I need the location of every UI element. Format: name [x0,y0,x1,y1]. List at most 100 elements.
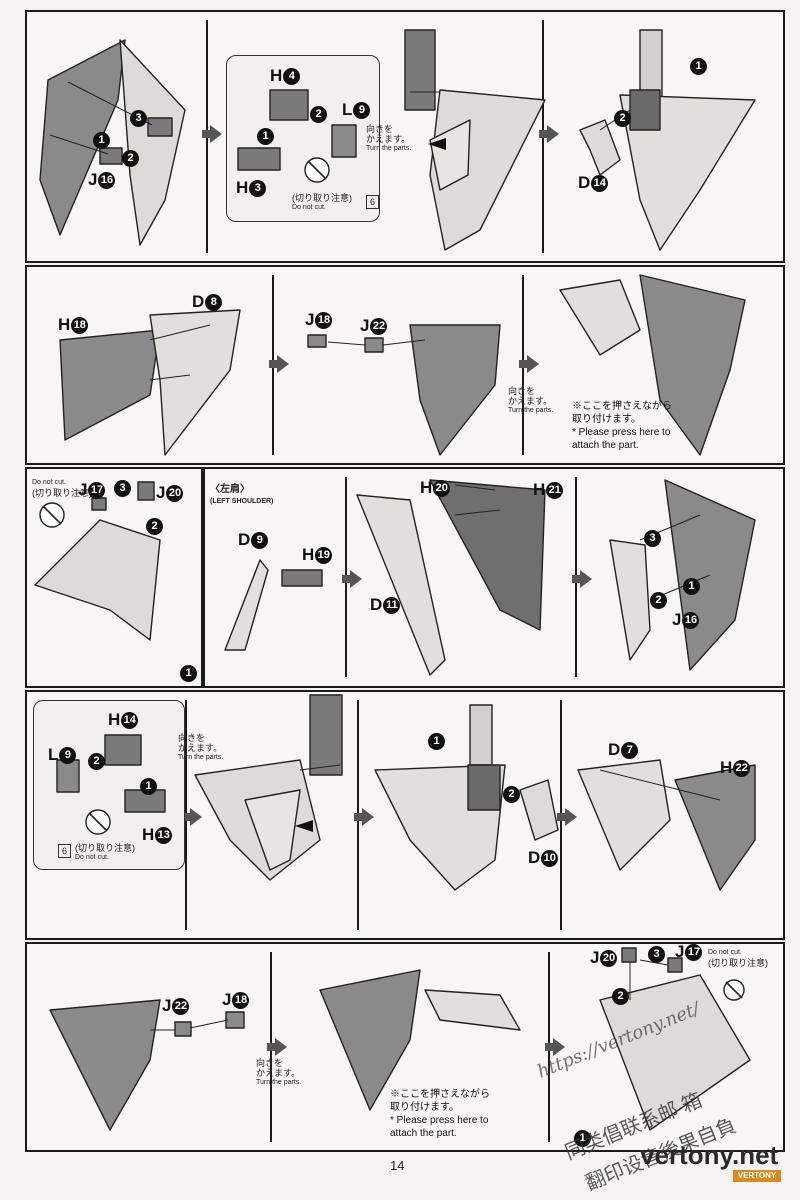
part-block [137,481,155,501]
next-step-arrow [572,570,592,588]
part-block [629,89,661,131]
next-step-arrow [267,1038,287,1056]
part-block [364,337,384,353]
watermark-logo: VERTONY [733,1170,781,1182]
do-not-cut-note: Do not cut.(切り取り注意) [32,479,92,498]
next-step-arrow [539,125,559,143]
armor-plate [674,764,756,891]
step-badge: 1 [140,778,157,795]
page-number: 14 [390,1158,405,1173]
next-step-arrow [354,808,374,826]
step-badge: 3 [114,480,131,497]
armor-plate [559,279,641,356]
step-badge: 1 [180,665,197,682]
left-shoulder-heading: 〈左肩〉(LEFT SHOULDER) [210,484,274,505]
step-badge: 1 [93,132,110,149]
armor-plate [599,974,751,1131]
push-arrow-icon [295,820,313,832]
part-block [104,734,142,766]
joint-part [469,704,493,766]
part-block [621,947,637,963]
armor-plate [639,274,746,456]
do-not-cut-note: Do not cut.(切り取り注意) [708,949,768,968]
armor-plate [409,324,501,456]
press-here-note: ※ここを押さえながら取り付けます。 * Please press here to… [390,1089,490,1139]
armor-plate [49,999,161,1131]
joint-part [309,694,343,776]
part-block [579,119,621,176]
turn-parts-note: 向きを かえます。Turn the parts. [366,124,412,152]
armor-plate [59,329,161,441]
armor-plate [149,309,241,456]
next-step-arrow [545,1038,565,1056]
turn-parts-note: 向きを かえます。Turn the parts. [256,1058,302,1086]
armor-plate [429,119,471,191]
runner-tag: 6 [58,844,72,858]
do-not-cut-note: (切り取り注意)Do not cut. [292,193,352,211]
step-badge: 1 [574,1130,591,1147]
step-badge: 1 [428,733,445,750]
next-step-arrow [557,808,577,826]
step-badge: 2 [503,786,520,803]
part-block [331,124,357,158]
armor-plate [356,494,446,676]
push-arrow-icon [428,138,446,150]
armor-plate [34,519,161,641]
armor-plate [39,39,126,236]
part-block [174,1021,192,1037]
part-block [269,89,309,121]
next-step-arrow [202,125,222,143]
step-badge: 2 [310,106,327,123]
watermark-site: vertony.net [640,1140,779,1170]
part-block [147,117,173,137]
step-badge: 2 [146,518,163,535]
step-badge: 3 [648,946,665,963]
part-block [281,569,323,587]
armor-plate [619,94,756,251]
step-badge: 3 [130,110,147,127]
runner-tag: 6 [366,195,380,209]
step-badge: 2 [122,150,139,167]
step-badge: 3 [644,530,661,547]
joint-part [404,29,436,111]
part-block [237,147,281,171]
armor-plate [429,479,546,631]
armor-plate [224,559,269,651]
part-block [225,1011,245,1029]
do-not-cut-note: (切り取り注意)Do not cut. [75,843,135,861]
part-block [467,764,501,811]
step-badge: 1 [257,128,274,145]
step-badge: 2 [650,592,667,609]
step-badge: 1 [690,58,707,75]
step-badge: 2 [612,988,629,1005]
part-block [519,779,559,841]
armor-plate [609,539,651,661]
next-step-arrow [269,355,289,373]
armor-plate [119,39,186,246]
armor-plate [319,969,421,1111]
next-step-arrow [342,570,362,588]
turn-parts-note: 向きを かえます。Turn the parts. [178,733,224,761]
step-badge: 2 [614,110,631,127]
